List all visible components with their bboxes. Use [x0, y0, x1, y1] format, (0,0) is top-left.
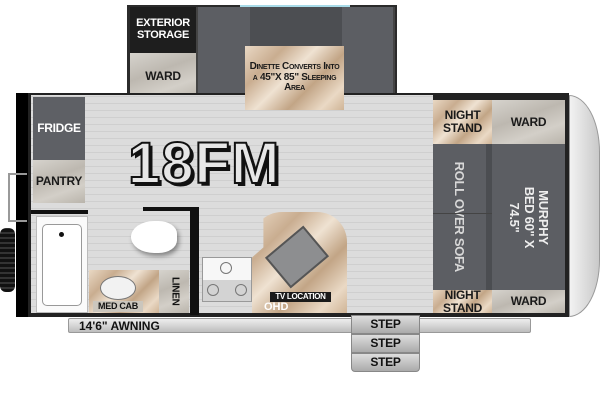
awning-label: 14'6" AWNING	[79, 319, 160, 333]
burner-icon	[207, 284, 219, 296]
dinette-table: Dinette Converts Into a 45"X 85" Sleepin…	[245, 46, 344, 110]
tub-basin	[42, 224, 82, 306]
left-wall	[16, 93, 28, 317]
awning: 14'6" AWNING	[68, 318, 531, 333]
burner-icon	[235, 284, 247, 296]
toilet-room-wall-top	[143, 207, 199, 211]
window	[240, 5, 350, 7]
tire-icon	[0, 228, 15, 292]
bath-wall	[31, 210, 88, 214]
exterior-storage: EXTERIOR STORAGE	[130, 7, 196, 53]
med-cab: MED CAB	[93, 301, 143, 312]
entry-step-2[interactable]: STEP	[351, 334, 420, 353]
ward-bottom: WARD	[492, 290, 565, 313]
night-stand-top: NIGHT STAND	[433, 100, 492, 144]
tub-drain-icon	[59, 232, 64, 237]
front-cap	[569, 95, 600, 317]
linen: LINEN	[159, 270, 189, 313]
sink-icon	[100, 276, 136, 300]
dinette-backrest	[250, 7, 342, 47]
toilet-room-wall	[190, 207, 199, 315]
ohd: OHD	[264, 301, 289, 313]
toilet-icon	[131, 221, 177, 253]
hitch	[8, 173, 27, 222]
entry-step-3[interactable]: STEP	[351, 353, 420, 372]
sofa-label: ROLL OVER SOFA	[452, 161, 468, 273]
burner-icon	[220, 262, 232, 274]
murphy-bed: MURPHY BED 60" X 74.5"	[492, 144, 565, 290]
ward-top: WARD	[492, 100, 565, 144]
tv-location: TV LOCATION	[270, 292, 331, 302]
slideout-ward: WARD	[130, 53, 196, 100]
model-name: 18FM	[127, 130, 281, 197]
linen-label: LINEN	[169, 277, 181, 306]
entry-step-1[interactable]: STEP	[351, 315, 420, 334]
roll-over-sofa: ROLL OVER SOFA	[433, 144, 492, 290]
pantry: PANTRY	[33, 160, 85, 203]
sofa-seam	[433, 213, 492, 214]
murphy-bed-label: MURPHY BED 60" X 74.5"	[507, 186, 551, 248]
night-stand-bottom: NIGHT STAND	[433, 289, 492, 314]
fridge: FRIDGE	[33, 97, 85, 160]
